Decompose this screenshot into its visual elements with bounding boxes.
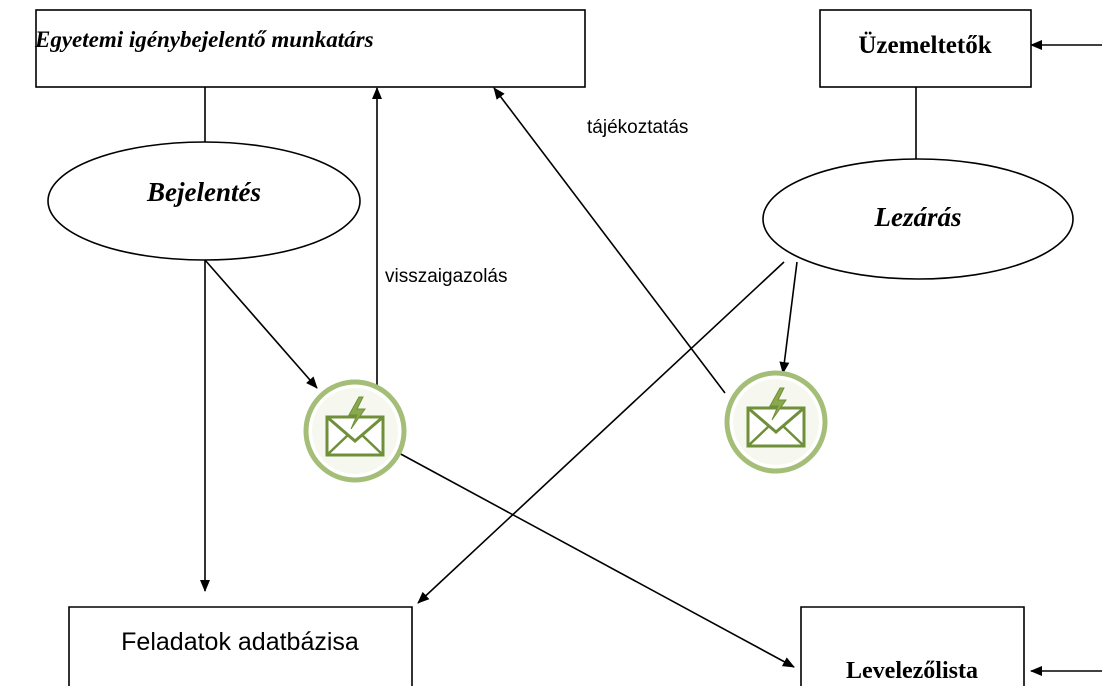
employee-label: Egyetemi igénybejelentő munkatárs <box>34 27 374 52</box>
mailing-list-label: Levelezőlista <box>846 658 978 684</box>
arrow-closure-to-mail-right <box>779 261 798 374</box>
database-box: Feladatok adatbázisa <box>68 606 413 686</box>
database-label: Feladatok adatbázisa <box>121 628 359 656</box>
employee-box: Egyetemi igénybejelentő munkatárs <box>34 9 586 88</box>
report-ellipse: Bejelentés <box>47 141 361 261</box>
operators-label: Üzemeltetők <box>858 32 991 59</box>
arrow-closure-to-database <box>417 261 785 604</box>
mailing-list-box: Levelezőlista <box>800 606 1025 686</box>
notification-label: tájékoztatás <box>587 117 688 138</box>
mail-icon-left <box>303 379 407 483</box>
mail-icon-right <box>724 370 828 474</box>
arrow-mail-right-to-employee <box>493 87 726 394</box>
closure-ellipse: Lezárás <box>762 158 1074 280</box>
arrow-report-to-mail-left <box>204 259 318 389</box>
confirmation-label: visszaigazolás <box>385 266 508 287</box>
arrow-mail-left-to-mailing-list <box>396 451 795 668</box>
closure-label: Lezárás <box>874 202 962 232</box>
report-label: Bejelentés <box>146 177 261 207</box>
operators-box: Üzemeltetők <box>819 9 1032 88</box>
